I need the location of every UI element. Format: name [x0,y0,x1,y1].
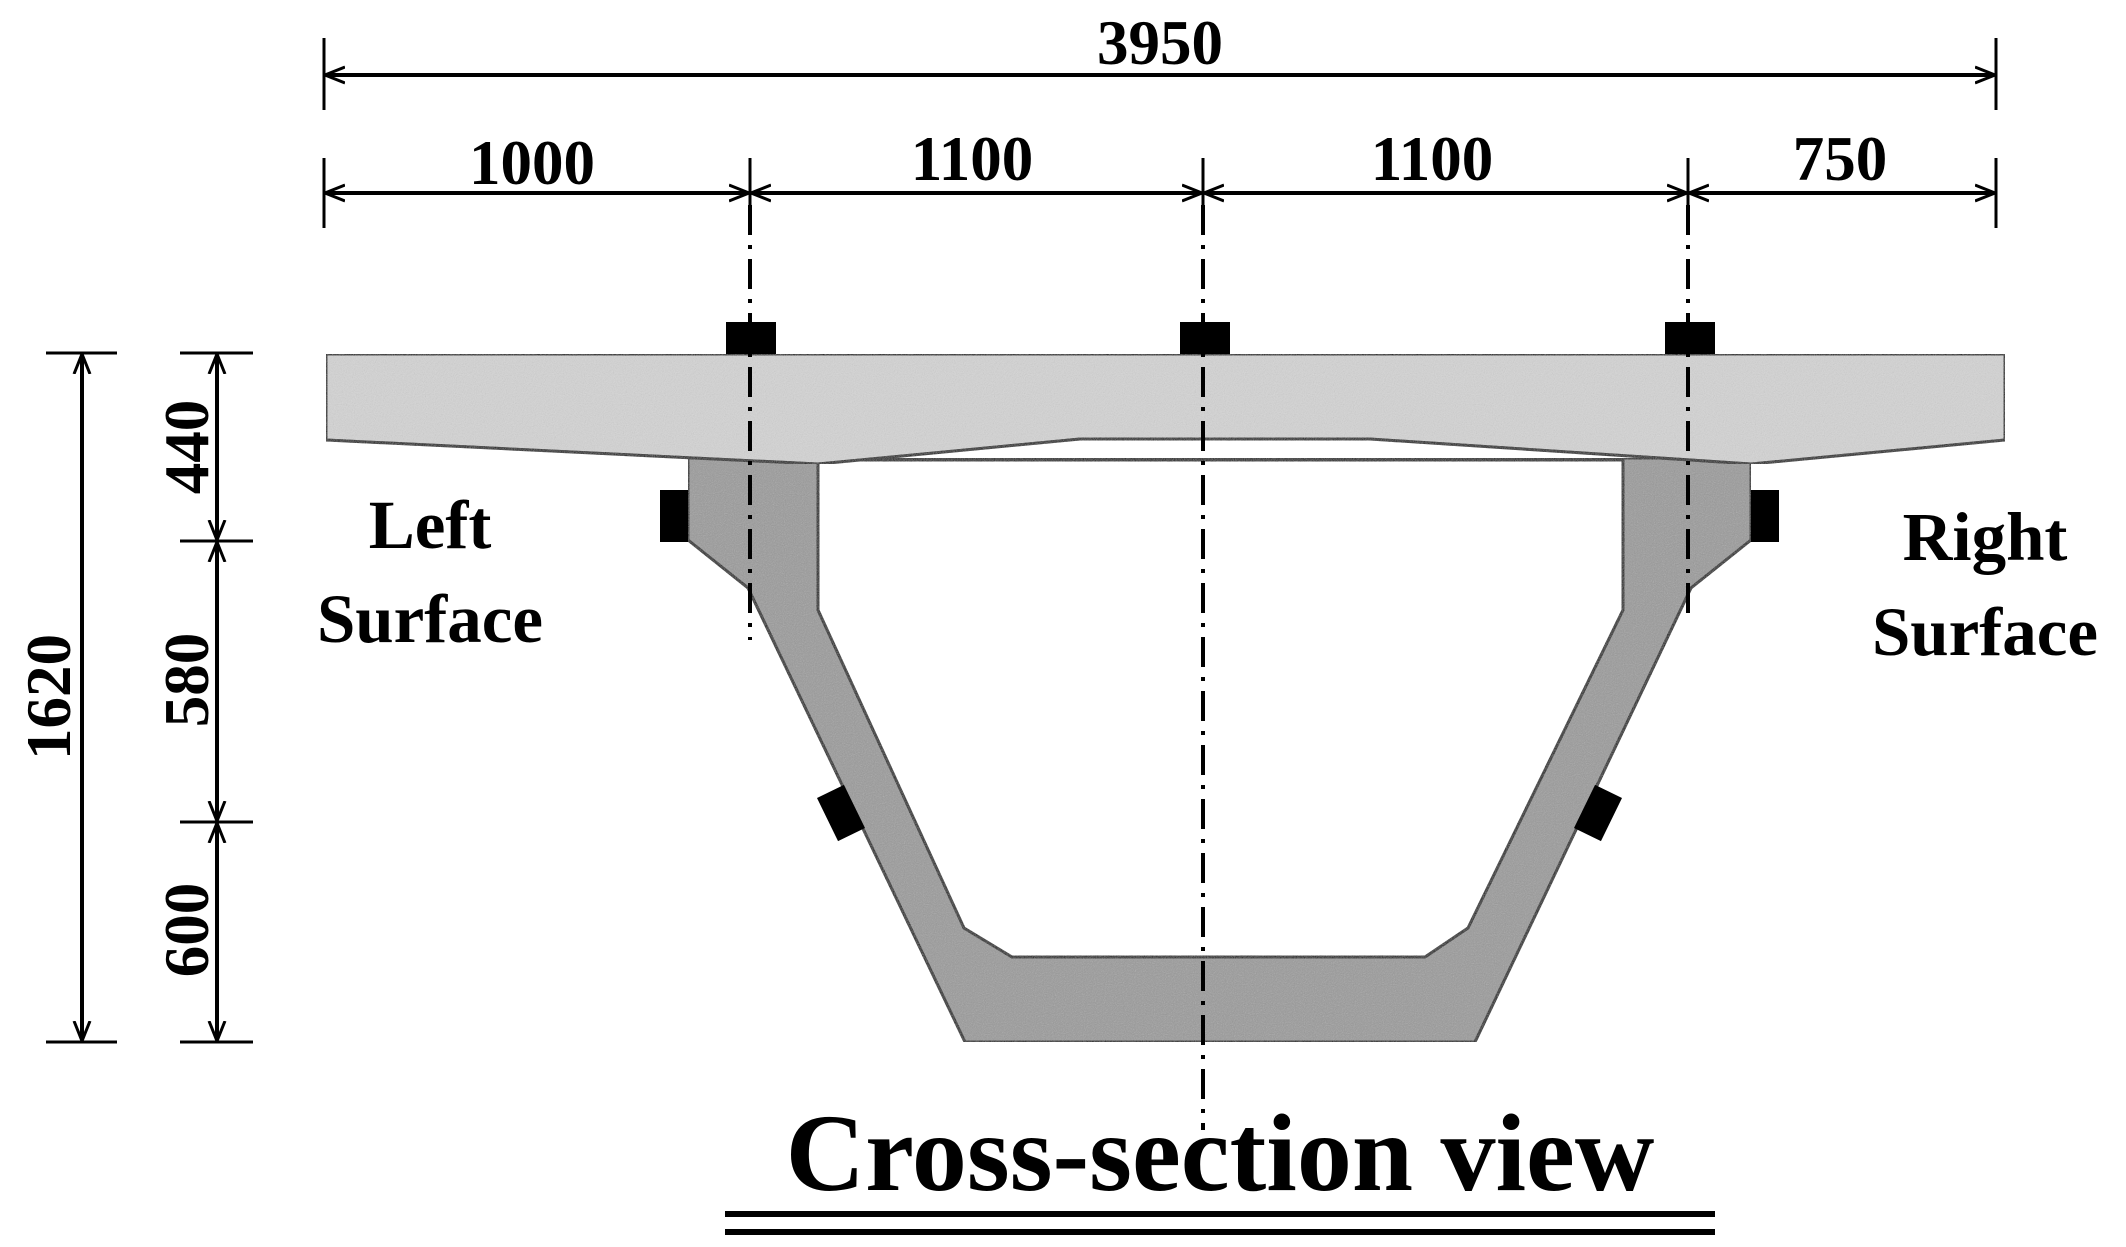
sensors [660,322,1779,842]
overall-width-dimension: 3950 [322,8,1998,110]
left-surface-label: Left Surface [317,487,543,657]
height-segment-1-label: 440 [152,400,222,495]
right-surface-label: Right Surface [1872,499,2098,670]
segment-4-label: 750 [1793,124,1888,194]
left-surface-label-line2: Surface [317,581,543,657]
sensor-top-center [1180,322,1230,354]
sensor-right-web [1573,784,1623,842]
deck-slab-section [324,352,2007,466]
height-segment-2-label: 580 [152,633,222,728]
segment-1-label: 1000 [469,128,595,198]
overall-height-label: 1620 [14,634,84,760]
box-girder [686,456,1753,1044]
overall-width-label: 3950 [1097,8,1223,78]
figure-title-text: Cross-section view [786,1092,1655,1214]
height-segment-3-label: 600 [152,883,222,978]
overall-height-dimension: 1620 [14,351,117,1044]
deck-slab [324,352,2007,466]
segment-dimensions: 1000 1100 1100 750 [322,124,1998,228]
box-girder-section [686,456,1753,1044]
right-surface-label-line2: Surface [1872,594,2098,670]
sensor-left-web [816,784,866,842]
segment-2-label: 1100 [911,124,1034,194]
sensor-top-right [1665,322,1715,354]
sensor-left-flange [660,490,688,542]
segment-3-label: 1100 [1371,124,1494,194]
center-lines [748,205,1690,1130]
sensor-right-flange [1751,490,1779,542]
figure-title: Cross-section view [725,1092,1715,1235]
right-surface-label-line1: Right [1903,499,2068,575]
left-surface-label-line1: Left [369,487,492,563]
height-segment-dimensions: 440 580 600 [152,351,253,1044]
sensor-top-left [726,322,776,354]
